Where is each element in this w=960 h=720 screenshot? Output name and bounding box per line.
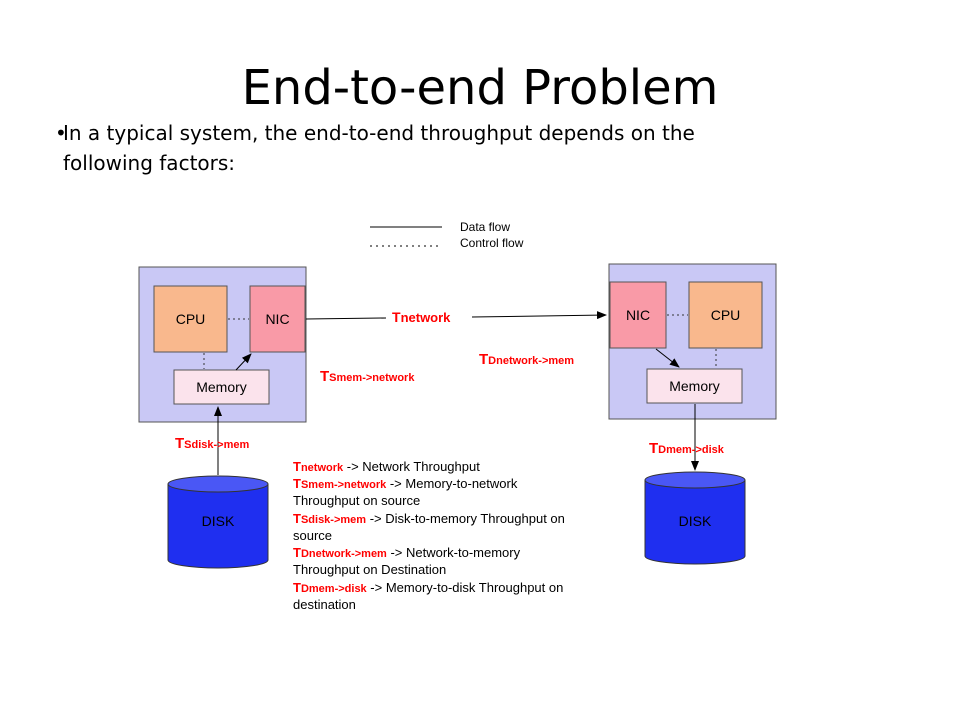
destination-nic-memory-arrow (655, 348, 680, 368)
destination-cpu-box (688, 281, 763, 349)
destination-memory-box (646, 368, 743, 404)
slide-title: End-to-end Problem (241, 60, 719, 116)
legend-data-flow-label: Data flow (460, 220, 510, 234)
label-t-network: Tnetwork (392, 309, 451, 325)
destination-cpu-label: CPU (711, 307, 741, 323)
key-line-9: destination (293, 597, 356, 612)
destination-nic-label: NIC (626, 307, 650, 323)
source-disk-body (167, 484, 269, 569)
bullet-line-2: following factors: (63, 151, 236, 175)
source-cpu-box (153, 285, 228, 353)
key-line-2: TSmem->network -> Memory-to-network (293, 476, 518, 491)
source-nic-box (249, 285, 306, 353)
source-disk: DISK (167, 406, 269, 569)
label-ts-disk-mem: TSdisk->mem (175, 435, 250, 452)
destination-disk: DISK (644, 404, 746, 565)
source-memory-nic-arrow (235, 353, 252, 371)
key-line-8: TDmem->disk -> Memory-to-disk Throughput… (293, 580, 563, 595)
key-list: Tnetwork -> Network Throughput TSmem->ne… (293, 459, 565, 612)
bullet-point: • In a typical system, the end-to-end th… (55, 118, 835, 178)
key-line-7: Throughput on Destination (293, 562, 446, 577)
destination-host: NIC CPU Memory (608, 263, 777, 420)
source-memory-label: Memory (196, 379, 247, 395)
label-td-network-mem: TDnetwork->mem (479, 351, 574, 368)
key-line-5: source (293, 528, 332, 543)
network-arrow-right (471, 311, 607, 320)
source-memory-box (173, 369, 270, 405)
destination-disk-body (644, 480, 746, 565)
label-td-mem-disk: TDmem->disk (649, 440, 725, 457)
source-host: CPU NIC Memory (138, 266, 307, 423)
bullet-line-1: In a typical system, the end-to-end thro… (63, 121, 695, 145)
legend-control-flow-label: Control flow (460, 236, 524, 250)
source-nic-label: NIC (265, 311, 289, 327)
source-disk-top (167, 475, 269, 493)
key-line-6: TDnetwork->mem -> Network-to-memory (293, 545, 521, 560)
key-line-4: TSdisk->mem -> Disk-to-memory Throughput… (293, 511, 565, 526)
destination-disk-top (644, 471, 746, 489)
source-disk-label: DISK (202, 513, 235, 529)
label-ts-mem-network: TSmem->network (320, 368, 415, 385)
destination-disk-label: DISK (679, 513, 712, 529)
legend: Data flow Control flow (370, 220, 524, 250)
network-line-left (305, 317, 387, 320)
key-line-1: Tnetwork -> Network Throughput (293, 459, 480, 474)
key-line-3: Throughput on source (293, 493, 420, 508)
destination-memory-label: Memory (669, 378, 720, 394)
source-cpu-label: CPU (176, 311, 206, 327)
bullet-marker: • (55, 121, 67, 145)
destination-nic-box (609, 281, 667, 349)
